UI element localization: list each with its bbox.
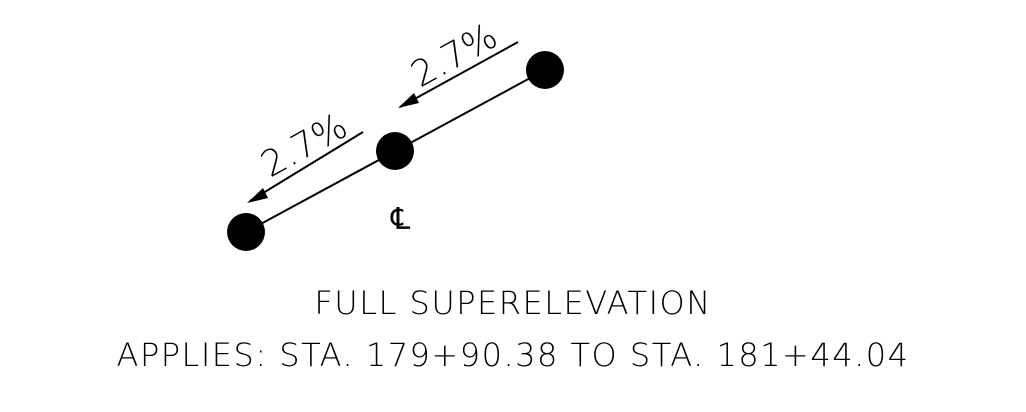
left-slope-arrow (247, 131, 364, 203)
centerline-symbol: ℄ (390, 202, 411, 237)
slope-label-left: 2.7% (254, 106, 354, 186)
left-edge-point (227, 213, 265, 251)
right-slope-arrow (398, 41, 519, 108)
right-edge-point (526, 51, 564, 89)
caption-line-1: FULL SUPERELEVATION (314, 284, 711, 322)
slope-label-right: 2.7% (404, 16, 504, 96)
caption-line-2: APPLIES: STA. 179+90.38 TO STA. 181+44.0… (117, 336, 910, 374)
centerline-point (376, 132, 414, 170)
